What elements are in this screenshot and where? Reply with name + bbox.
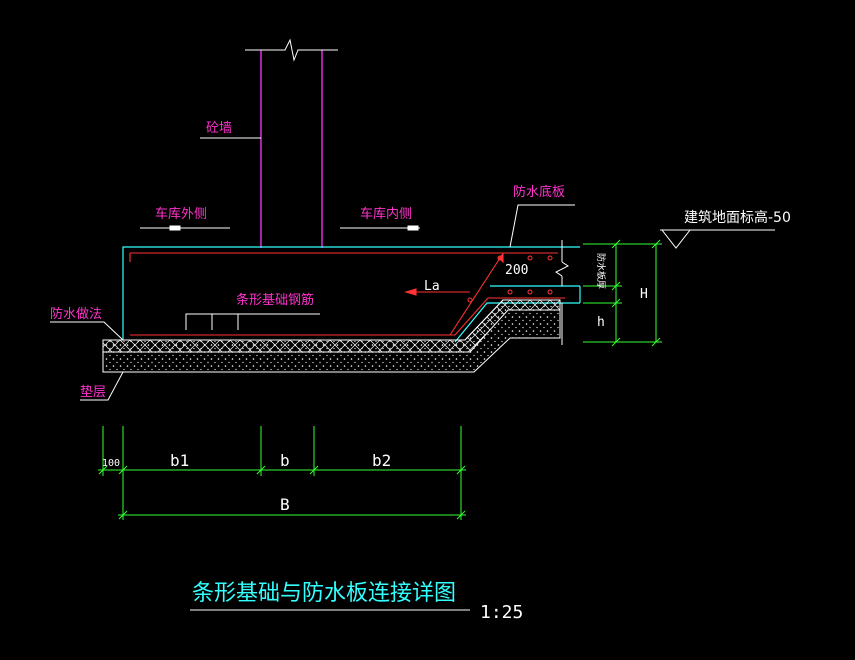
waterproof-slab-label: 防水底板	[513, 184, 565, 200]
bottom-rebar	[130, 297, 565, 336]
side-arrows	[140, 225, 420, 231]
width-dimensions	[98, 426, 466, 520]
building-elevation-label: 建筑地面标高-50	[684, 209, 791, 226]
dim-h-label: h	[597, 315, 605, 330]
garage-outside-label: 车库外侧	[155, 206, 207, 222]
rebar-group	[129, 252, 565, 336]
dim-b2-label: b2	[372, 451, 391, 470]
cushion-layer	[102, 299, 561, 373]
dim-b1-label: b1	[170, 451, 189, 470]
rebar-dots	[467, 255, 553, 303]
slab-break-lines	[555, 240, 569, 345]
dim-b-label: b	[280, 451, 290, 470]
elevation-marker	[660, 229, 775, 249]
dim-200-label: 200	[505, 263, 528, 278]
waterproof-method-label: 防水做法	[50, 306, 102, 322]
drawing-title: 条形基础与防水板连接详图	[192, 581, 456, 606]
dim-H-label: H	[640, 287, 648, 302]
strip-rebar-label: 条形基础钢筋	[236, 292, 314, 308]
anchor-rebar	[449, 257, 501, 336]
leader-lines	[50, 137, 575, 401]
dim-B-label: B	[280, 495, 290, 514]
garage-inside-label: 车库内侧	[360, 206, 412, 222]
slab-thickness-label: 防水板厚	[595, 253, 607, 289]
drawing-scale: 1:25	[480, 602, 523, 623]
concrete-wall-label: 砼墙	[206, 121, 232, 136]
break-line-symbol	[245, 38, 338, 62]
height-dimensions	[583, 239, 662, 347]
concrete-wall	[245, 38, 338, 248]
dim-100-label: 100	[102, 458, 120, 469]
cushion-label: 垫层	[80, 384, 106, 400]
la-label: La	[424, 279, 440, 294]
